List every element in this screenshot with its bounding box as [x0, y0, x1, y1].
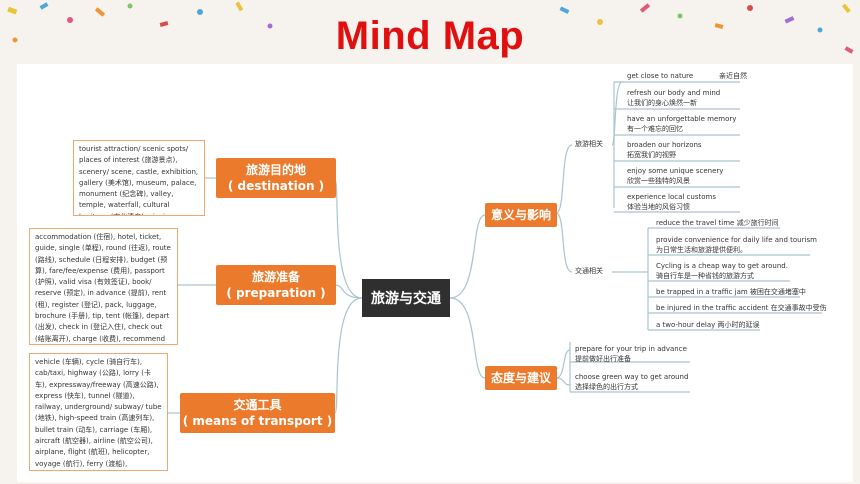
tourism-item-zh: 亲近自然	[719, 72, 747, 80]
branch-attitude: 态度与建议	[485, 366, 557, 390]
branch-meaning-label: 意义与影响	[490, 208, 551, 222]
branch-transport: 交通工具 ( means of transport )	[180, 393, 335, 433]
transport-item: reduce the travel time 减少旅行时间	[656, 219, 779, 227]
note-destination: tourist attraction/ scenic spots/ places…	[73, 140, 205, 216]
group-label-tourism: 旅游相关	[575, 140, 603, 148]
branch-destination: 旅游目的地 ( destination )	[216, 158, 336, 198]
transport-item: be trapped in a traffic jam 被困在交通堵塞中	[656, 288, 806, 296]
branch-meaning: 意义与影响	[485, 203, 557, 227]
branch-destination-label: 旅游目的地	[245, 163, 306, 177]
note-transport: vehicle (车辆), cycle (骑自行车), cab/taxi, hi…	[29, 353, 168, 471]
branch-destination-sub: ( destination )	[227, 179, 325, 193]
transport-item: be injured in the traffic accident 在交通事故…	[656, 304, 827, 312]
page-title: Mind Map	[335, 14, 525, 58]
note-preparation: accommodation (住宿), hotel, ticket, guide…	[29, 228, 178, 345]
branch-attitude-label: 态度与建议	[490, 371, 551, 385]
branch-preparation: 旅游准备 ( preparation )	[216, 265, 336, 305]
transport-item: a two-hour delay 两小时的延误	[656, 321, 760, 329]
branch-preparation-label: 旅游准备	[251, 270, 300, 284]
transport-item: Cycling is a cheap way to get around.骑自行…	[656, 262, 788, 280]
central-topic: 旅游与交通	[362, 279, 450, 317]
transport-item: provide convenience for daily life and t…	[656, 236, 817, 254]
tourism-item: get close to nature	[627, 72, 694, 80]
branch-transport-sub: ( means of transport )	[182, 414, 333, 428]
group-label-transport: 交通相关	[575, 267, 603, 275]
branch-transport-label: 交通工具	[233, 398, 282, 412]
branch-preparation-sub: ( preparation )	[226, 286, 326, 300]
